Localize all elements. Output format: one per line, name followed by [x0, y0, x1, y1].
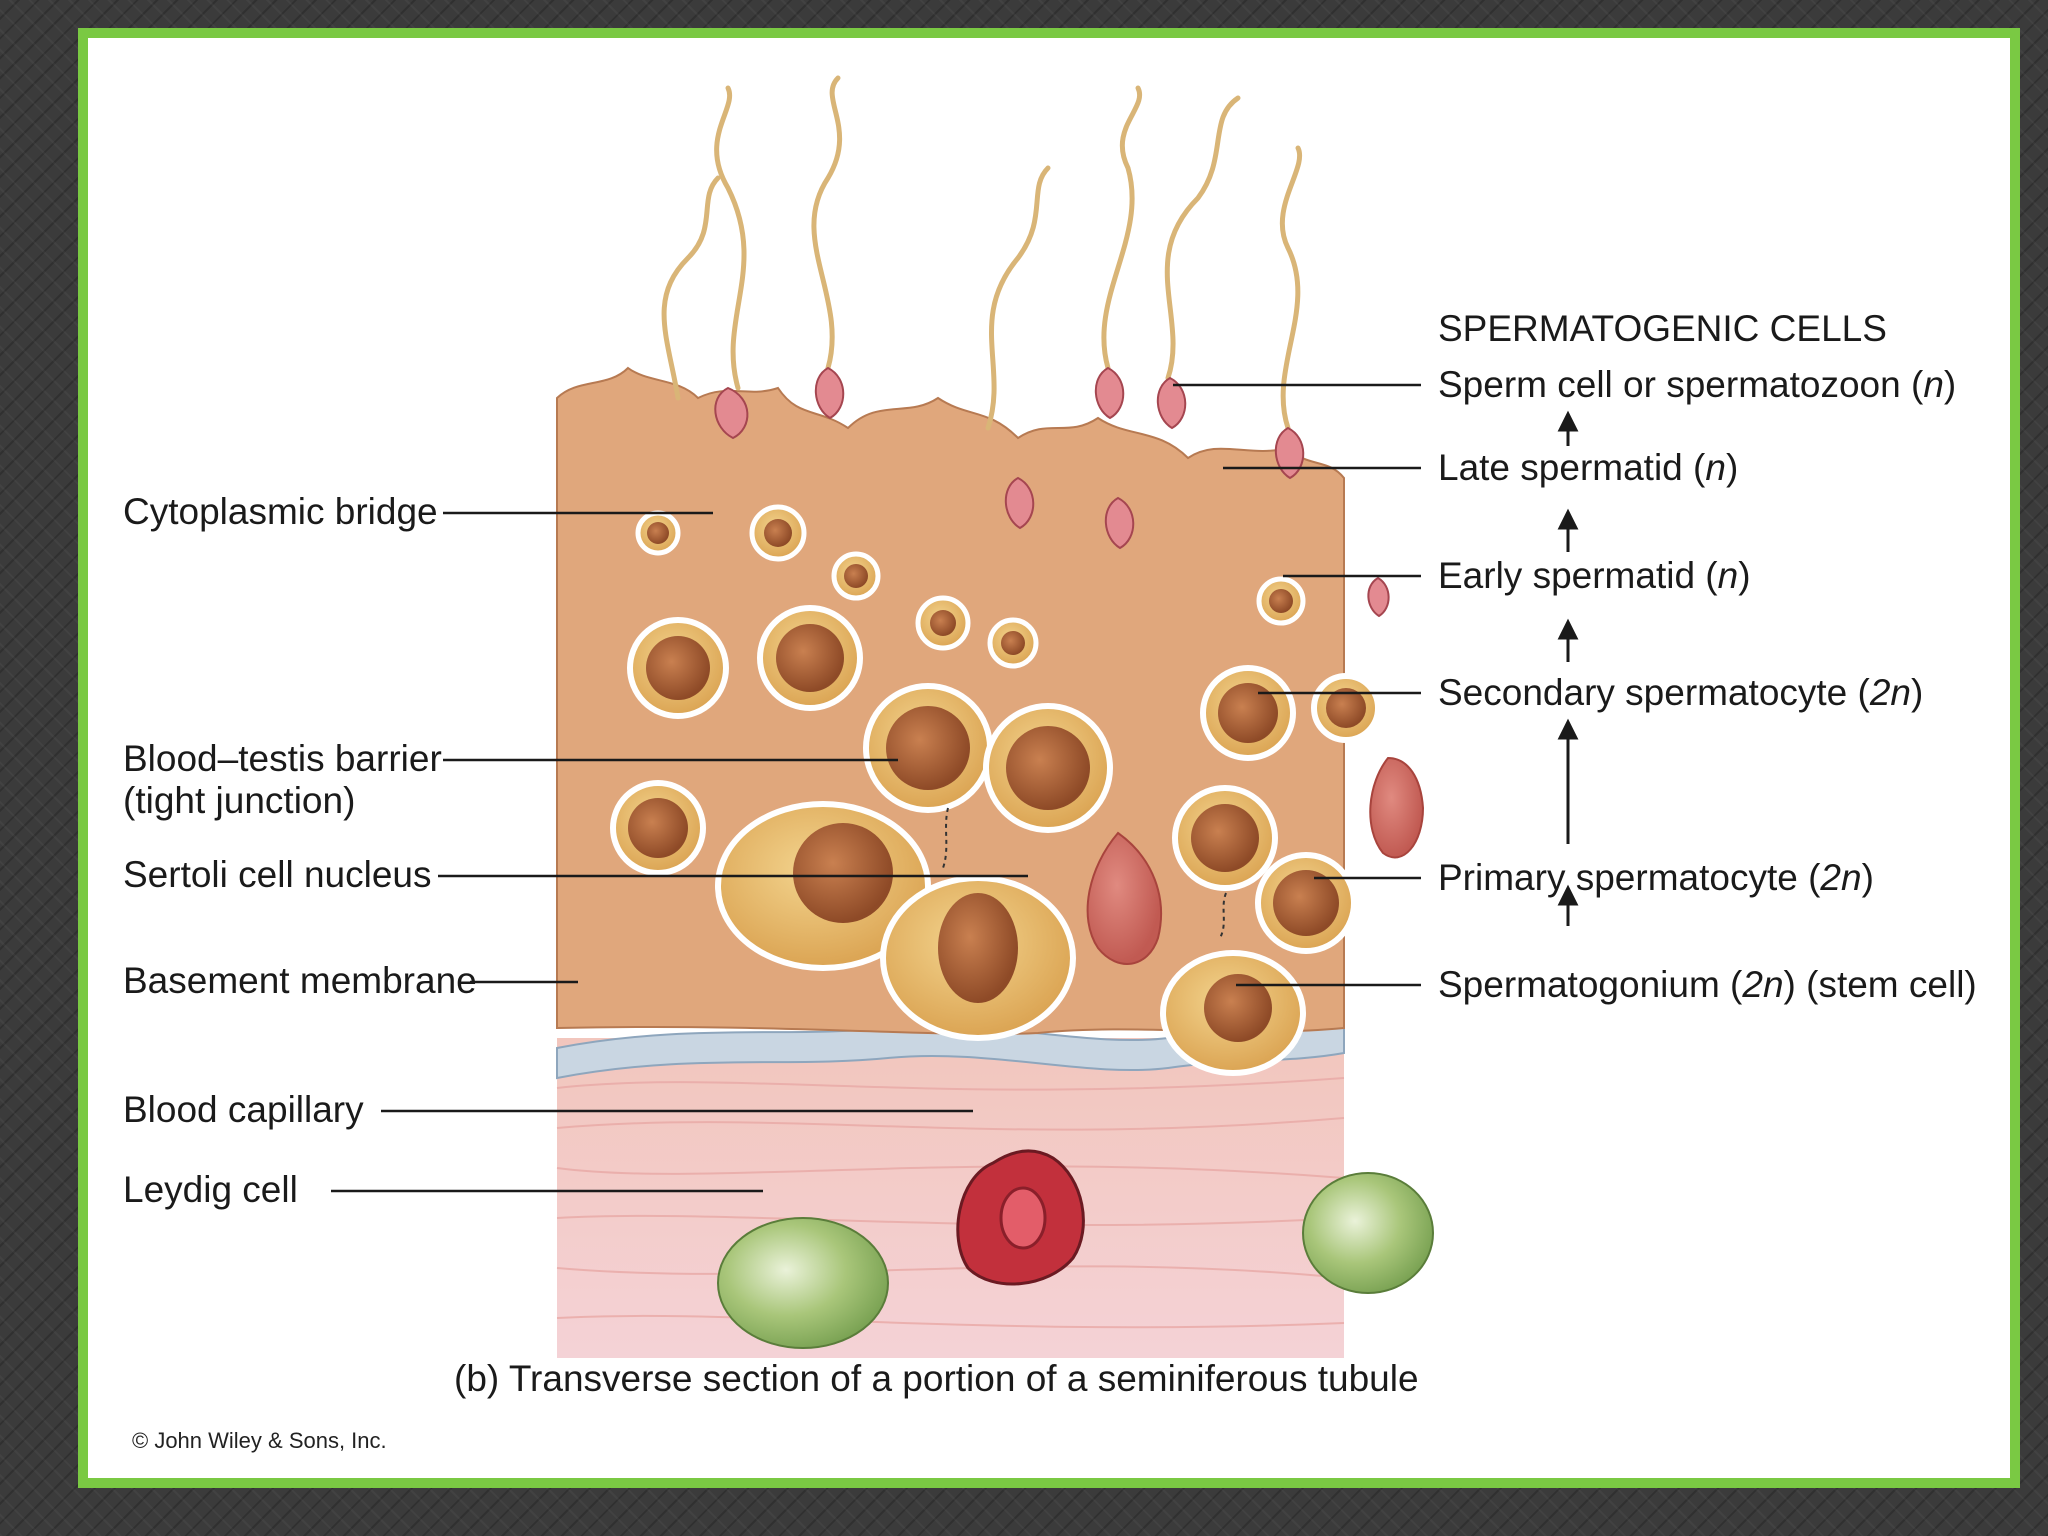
label-early-spermatid: Early spermatid (n) [1438, 555, 1751, 596]
progression-arrows [1557, 410, 1579, 926]
label-primary-spermatocyte: Primary spermatocyte (2n) [1438, 857, 1874, 898]
label-blood-capillary: Blood capillary [123, 1089, 364, 1130]
slide: Cytoplasmic bridge Blood–testis barrier … [78, 28, 2020, 1488]
label-basement-membrane: Basement membrane [123, 960, 477, 1001]
sperm-tails [661, 75, 1303, 431]
sperm-heads [714, 366, 1390, 618]
spermatogenic-cells-heading: SPERMATOGENIC CELLS [1438, 308, 1887, 349]
figure-caption: (b) Transverse section of a portion of a… [454, 1358, 1419, 1399]
label-blood-testis-barrier: Blood–testis barrier [123, 738, 442, 779]
red-blood-cell [999, 1186, 1047, 1250]
sertoli-nucleus [1086, 831, 1162, 965]
label-spermatogonium: Spermatogonium (2n) (stem cell) [1438, 964, 1977, 1005]
label-leydig-cell: Leydig cell [123, 1169, 298, 1210]
spermatids [635, 504, 1306, 669]
label-sperm-cell: Sperm cell or spermatozoon (n) [1438, 364, 1957, 405]
spermatogonia [715, 801, 1306, 1076]
copyright-notice: © John Wiley & Sons, Inc. [132, 1428, 387, 1453]
label-late-spermatid: Late spermatid (n) [1438, 447, 1739, 488]
label-tight-junction: (tight junction) [123, 780, 356, 821]
sertoli-nucleus-2 [1369, 756, 1425, 859]
label-sertoli-cell-nucleus: Sertoli cell nucleus [123, 854, 432, 895]
seminiferous-tubule-illustration [331, 75, 1579, 1358]
tight-junctions [942, 807, 1227, 939]
spermatocytes [610, 605, 1381, 954]
left-leader-lines [331, 511, 1028, 1193]
connective-tissue [557, 1038, 1344, 1358]
label-cytoplasmic-bridge: Cytoplasmic bridge [123, 491, 438, 532]
leydig-cell [717, 1217, 889, 1349]
connective-fibers [556, 1077, 1345, 1329]
right-leader-lines [1173, 383, 1421, 987]
label-secondary-spermatocyte: Secondary spermatocyte (2n) [1438, 672, 1924, 713]
leydig-cell-2 [1302, 1172, 1434, 1294]
